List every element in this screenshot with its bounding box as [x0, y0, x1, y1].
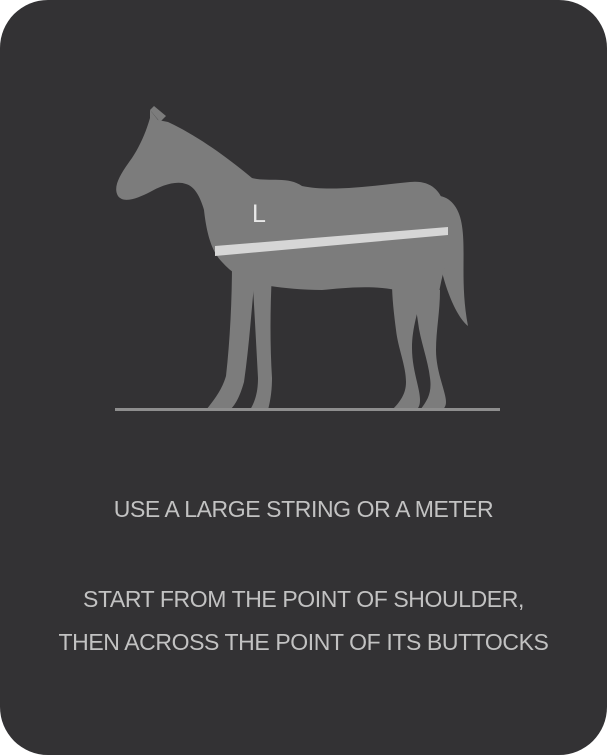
instruction-start: START FROM THE POINT OF SHOULDER,: [83, 586, 524, 612]
horse-hind-leg-far: [414, 284, 446, 410]
horse-front-leg-near: [206, 262, 256, 410]
measurement-band: [215, 227, 448, 256]
instruction-tool: USE A LARGE STRING OR A METER: [113, 496, 494, 522]
instruction-across: THEN ACROSS THE POINT OF ITS BUTTOCKS: [58, 629, 549, 655]
horse-front-leg-far: [250, 270, 272, 410]
horse-illustration: [115, 106, 500, 411]
horse-ear: [150, 106, 166, 122]
horse-hind-leg-near: [392, 282, 424, 410]
horse-body: [116, 110, 449, 318]
ground-line: [115, 408, 500, 411]
length-label: L: [252, 200, 266, 228]
